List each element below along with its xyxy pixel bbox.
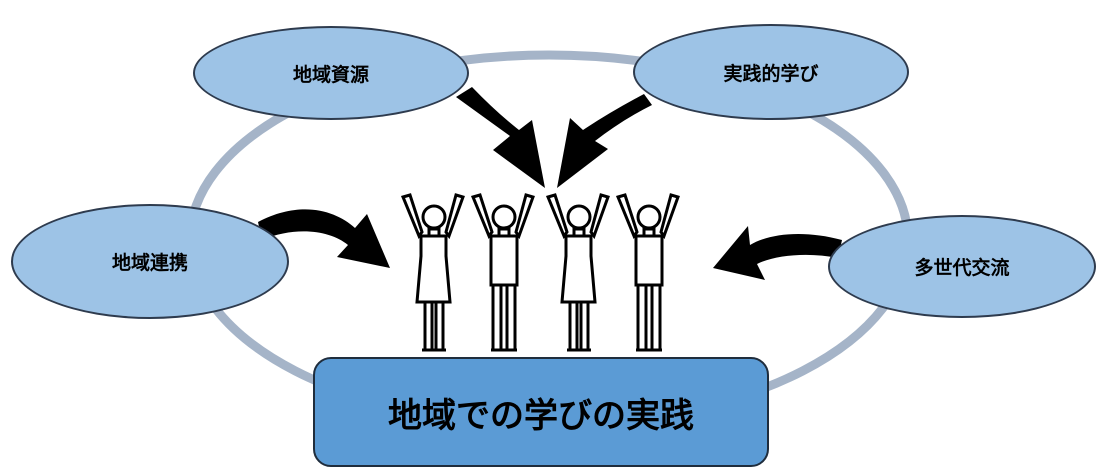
person-icon	[470, 193, 535, 352]
node-label: 地域資源	[292, 63, 369, 86]
node-practical-learning: 実践的学び	[633, 24, 909, 120]
arrow-from-resources	[456, 87, 545, 188]
arrow-from-practice	[557, 94, 652, 188]
node-label: 多世代交流	[914, 257, 1010, 279]
person-icon	[400, 193, 465, 352]
people-cheering-icon	[400, 193, 680, 352]
arrow-from-exchange	[713, 226, 842, 280]
node-local-resources: 地域資源	[193, 26, 469, 120]
center-practice-box: 地域での学びの実践	[313, 357, 769, 467]
node-regional-collaboration: 地域連携	[11, 204, 289, 319]
person-icon	[615, 193, 680, 352]
node-label: 実践的学び	[723, 62, 819, 85]
node-multigenerational-exchange: 多世代交流	[828, 215, 1096, 318]
center-label: 地域での学びの実践	[388, 395, 694, 436]
person-icon	[545, 193, 610, 352]
arrow-from-collab	[258, 209, 390, 268]
node-label: 地域連携	[111, 252, 188, 274]
